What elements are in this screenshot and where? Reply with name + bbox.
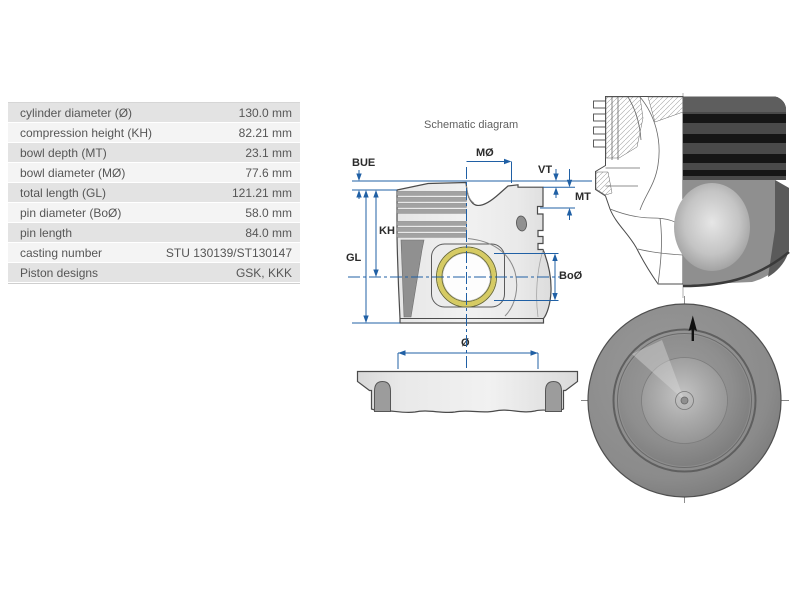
row-value: 130.0 mm	[238, 105, 292, 120]
table-row: bowl diameter (MØ) 77.6 mm	[8, 163, 300, 183]
row-value: 121.21 mm	[231, 185, 292, 200]
row-value: 84.0 mm	[245, 225, 292, 240]
row-label: pin length	[20, 225, 73, 240]
table-row: bowl depth (MT) 23.1 mm	[8, 143, 300, 163]
row-value: 77.6 mm	[245, 165, 292, 180]
piston-cross-section-view	[396, 181, 552, 324]
row-label: total length (GL)	[20, 185, 107, 200]
table-row: Piston designs GSK, KKK	[8, 263, 300, 283]
table-row: compression height (KH) 82.21 mm	[8, 123, 300, 143]
spec-table: cylinder diameter (Ø) 130.0 mm compression…	[8, 102, 300, 284]
row-label: casting number	[20, 245, 103, 260]
row-value: GSK, KKK	[235, 265, 292, 280]
row-label: bowl diameter (MØ)	[20, 165, 126, 180]
dimension-lines	[348, 158, 592, 369]
schematic-title: Schematic diagram	[424, 119, 519, 131]
row-value: STU 130139/ST130147	[165, 245, 292, 260]
row-value: 58.0 mm	[245, 205, 292, 220]
row-value: 82.21 mm	[238, 125, 292, 140]
schematic-diagram	[348, 93, 790, 503]
pin-boss-right	[545, 380, 562, 412]
table-row: casting number STU 130139/ST130147	[8, 243, 300, 263]
row-label: pin diameter (BoØ)	[20, 205, 122, 220]
row-label: Piston designs	[20, 265, 99, 280]
row-label: bowl depth (MT)	[20, 145, 107, 160]
table-row: pin diameter (BoØ) 58.0 mm	[8, 203, 300, 223]
piston-half-section-view	[593, 93, 790, 298]
oil-hole	[516, 215, 527, 232]
piston-skirt-section-view	[356, 370, 579, 414]
table-row: cylinder diameter (Ø) 130.0 mm	[8, 103, 300, 123]
row-label: cylinder diameter (Ø)	[20, 105, 133, 120]
piston-top-view	[581, 296, 789, 503]
table-row: pin length 84.0 mm	[8, 223, 300, 243]
orientation-arrow-icon	[688, 315, 697, 341]
row-value: 23.1 mm	[245, 145, 292, 160]
row-label: compression height (KH)	[20, 125, 153, 140]
table-row: total length (GL) 121.21 mm	[8, 183, 300, 203]
pin-boss-left	[374, 380, 391, 412]
